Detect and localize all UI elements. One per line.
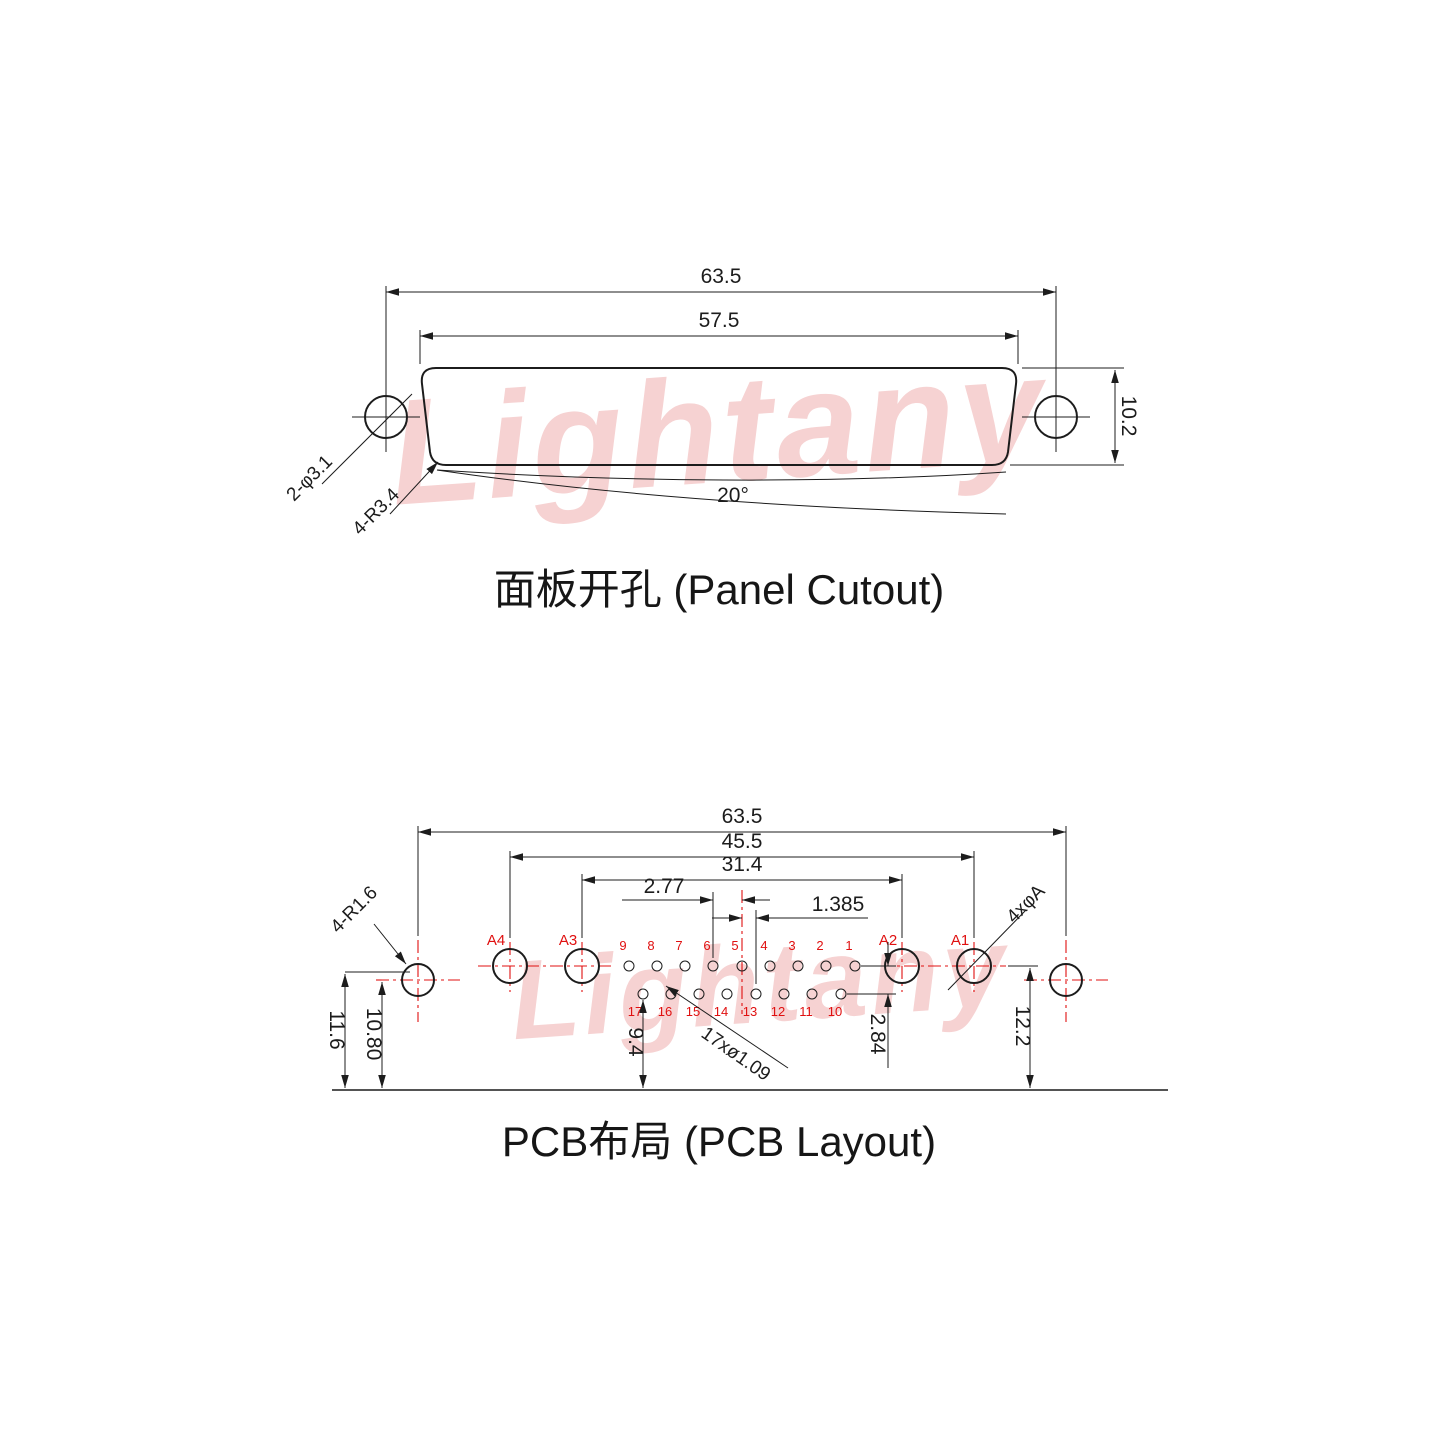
dim-inner-coax-span: 31.4: [581, 853, 903, 938]
dim-label: 2.84: [866, 1014, 889, 1055]
coax-labels: A4 A3 A2 A1: [487, 932, 969, 949]
dim-label: 45.5: [722, 830, 763, 853]
pin-number: 17: [628, 1004, 642, 1019]
coax-label: A2: [879, 932, 897, 949]
pin-hole-12: [778, 988, 790, 1000]
coax-hole-a3: [564, 948, 600, 984]
pin-hole-15: [693, 988, 705, 1000]
dim-coax-span: 45.5: [509, 830, 975, 938]
coax-label: A4: [487, 932, 505, 949]
dim-label: 1.385: [812, 893, 865, 916]
pin-hole-2: [820, 960, 832, 972]
pin-numbers-bottom: 17 16 15 14 13 12 11 10: [628, 1004, 842, 1019]
dim-label: 9.4: [624, 1027, 647, 1057]
dim-pin-row-height: 9.4: [624, 1000, 647, 1088]
pin-number: 9: [619, 938, 626, 953]
pin-hole-3: [792, 960, 804, 972]
dim-left-outer: 11.6: [325, 971, 410, 1088]
dim-label: 2.77: [644, 875, 685, 898]
pin-holes-top-row: [623, 960, 861, 972]
pin-number: 16: [658, 1004, 672, 1019]
leader-pcb-corner-radius: 4-R1.6: [327, 882, 407, 965]
pin-number: 8: [647, 938, 654, 953]
panel-cutout-title: 面板开孔 (Panel Cutout): [494, 566, 944, 613]
dim-label: 63.5: [701, 265, 742, 288]
pin-number: 6: [703, 938, 710, 953]
dim-panel-width-outer: 63.5: [385, 265, 1057, 380]
pin-number: 12: [771, 1004, 785, 1019]
pin-numbers-top: 9 8 7 6 5 4 3 2 1: [619, 938, 852, 953]
pin-number: 2: [816, 938, 823, 953]
panel-mount-hole-right: [1022, 380, 1090, 452]
watermarks: Lightany Lightany: [384, 323, 1054, 1063]
pin-hole-4: [764, 960, 776, 972]
leader-label: 4-R1.6: [327, 882, 382, 937]
pcb-layout-title: PCB布局 (PCB Layout): [502, 1118, 936, 1165]
pin-number: 5: [731, 938, 738, 953]
panel-mount-hole-left: [352, 380, 420, 452]
pin-number: 14: [714, 1004, 728, 1019]
pin-hole-14: [721, 988, 733, 1000]
pin-hole-6: [707, 960, 719, 972]
coax-hole-a4: [492, 948, 528, 984]
angle-label: 20°: [717, 484, 749, 507]
coax-label: A1: [951, 932, 969, 949]
pin-hole-5: [736, 960, 748, 972]
coax-label: A3: [559, 932, 577, 949]
pin-hole-1: [849, 960, 861, 972]
pin-number: 10: [828, 1004, 842, 1019]
pin-hole-7: [679, 960, 691, 972]
pin-hole-13: [750, 988, 762, 1000]
dim-label: 31.4: [722, 853, 763, 876]
pin-number: 1: [845, 938, 852, 953]
dim-panel-width-inner: 57.5: [419, 309, 1019, 364]
dim-left-inner: 10.80: [362, 982, 386, 1088]
leader-label: 2-φ3.1: [283, 451, 337, 505]
dim-half-pitch: 1.385: [712, 893, 868, 984]
dim-panel-height: 10.2: [1010, 367, 1140, 466]
pin-hole-8: [651, 960, 663, 972]
pcb-mount-hole-left: [401, 963, 435, 997]
dim-label: 11.6: [325, 1010, 348, 1049]
panel-slot-outline: [420, 367, 1018, 466]
dim-panel-angle: 20°: [436, 469, 1007, 515]
pin-number: 13: [743, 1004, 757, 1019]
pin-hole-9: [623, 960, 635, 972]
dim-pcb-overall: 63.5: [417, 805, 1067, 936]
pin-hole-11: [806, 988, 818, 1000]
dim-right-height: 12.2: [1008, 965, 1038, 1088]
leader-label: 4xφA: [1003, 881, 1050, 928]
dim-pin-pitch: 2.77: [622, 875, 770, 958]
dim-label: 10.80: [362, 1008, 385, 1061]
dim-label: 10.2: [1117, 396, 1140, 437]
pin-hole-10: [835, 988, 847, 1000]
dim-label: 63.5: [722, 805, 763, 828]
pcb-mount-hole-right: [1049, 963, 1083, 997]
pin-number: 15: [686, 1004, 700, 1019]
dim-row-offset: 2.84: [847, 942, 896, 1068]
pin-number: 3: [788, 938, 795, 953]
dim-label: 12.2: [1011, 1006, 1034, 1047]
pin-hole-17: [637, 988, 649, 1000]
coax-hole-a1: [956, 948, 992, 984]
pin-number: 7: [675, 938, 682, 953]
dim-label: 57.5: [699, 309, 740, 332]
pin-number: 11: [799, 1004, 813, 1019]
pin-number: 4: [760, 938, 767, 953]
